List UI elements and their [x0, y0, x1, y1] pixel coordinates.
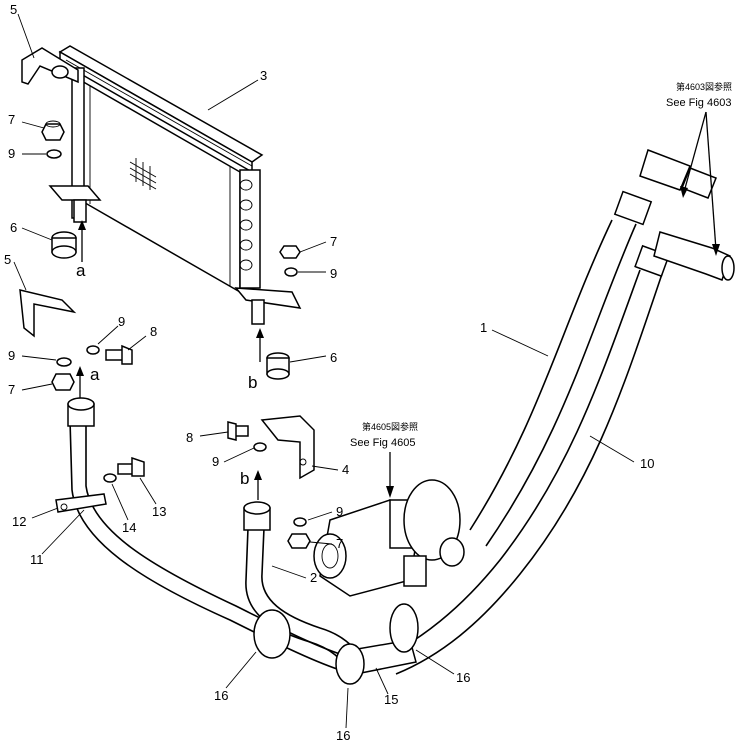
assembly-letters: a a b b: [76, 261, 257, 488]
hose-clamp-12: [55, 493, 107, 513]
callout-1: 1: [480, 320, 487, 335]
clamp-16-left: [253, 609, 291, 659]
callout-9-top-left: 9: [8, 146, 15, 161]
letter-a-lower: a: [90, 365, 100, 384]
tank-coils: [239, 179, 253, 271]
mount-hardware-right: [227, 245, 315, 549]
callout-8-right: 8: [186, 430, 193, 445]
callout-14: 14: [122, 520, 136, 535]
callout-12: 12: [12, 514, 26, 529]
callout-6-left: 6: [10, 220, 17, 235]
figure-references: 第4603図参照 See Fig 4603 第4605図参照 See Fig 4…: [350, 81, 732, 449]
callout-15: 15: [384, 692, 398, 707]
letter-b-upper: b: [248, 373, 257, 392]
clamp-16-center: [335, 643, 365, 685]
hose-10: [379, 244, 670, 675]
callout-16-bottom: 16: [336, 728, 350, 741]
core-grid-mark: [129, 158, 157, 190]
callout-7-top-left: 7: [8, 112, 15, 127]
hose-1: [469, 190, 653, 547]
callout-9-pump: 9: [336, 504, 343, 519]
callout-7-right: 7: [330, 234, 337, 249]
callout-9-right: 9: [330, 266, 337, 281]
callout-2: 2: [310, 570, 317, 585]
callout-16-left: 16: [214, 688, 228, 703]
ref-fig4605-en: See Fig 4605: [350, 437, 415, 449]
letter-b-lower: b: [240, 469, 249, 488]
callout-5-top: 5: [10, 2, 17, 17]
callout-labels: 5 3 7 9 6 5 9 8 9 7 7 9 6 1 8 9 4 10 12 …: [4, 2, 654, 741]
callout-7-pump: 7: [336, 536, 343, 551]
clamp-16-right: [389, 603, 419, 653]
ref-fig4603-jp: 第4603図参照: [676, 81, 732, 92]
washer-14-bolt-13: [103, 456, 145, 483]
callout-6-right: 6: [330, 350, 337, 365]
leader-lines: [13, 13, 635, 729]
callout-4: 4: [342, 462, 349, 477]
callout-9-bracket: 9: [212, 454, 219, 469]
callout-11: 11: [30, 552, 44, 567]
callout-3: 3: [260, 68, 267, 83]
callout-8-left: 8: [150, 324, 157, 339]
pipe-fittings-fig4603: [639, 149, 735, 281]
callout-7-lower-left: 7: [8, 382, 15, 397]
callout-10: 10: [640, 456, 654, 471]
assembly-arrows: [76, 111, 720, 500]
callout-5-lower: 5: [4, 252, 11, 267]
callout-13: 13: [152, 504, 166, 519]
letter-a-upper: a: [76, 261, 86, 280]
ref-fig4605-jp: 第4605図参照: [362, 421, 418, 432]
pump-assembly: [313, 479, 465, 597]
callout-9-mid-left: 9: [118, 314, 125, 329]
oil-cooler: [21, 45, 302, 325]
mount-hardware-left: [19, 120, 133, 391]
callout-16-right: 16: [456, 670, 470, 685]
ref-fig4603-en: See Fig 4603: [666, 97, 731, 109]
callout-9-lower-left: 9: [8, 348, 15, 363]
